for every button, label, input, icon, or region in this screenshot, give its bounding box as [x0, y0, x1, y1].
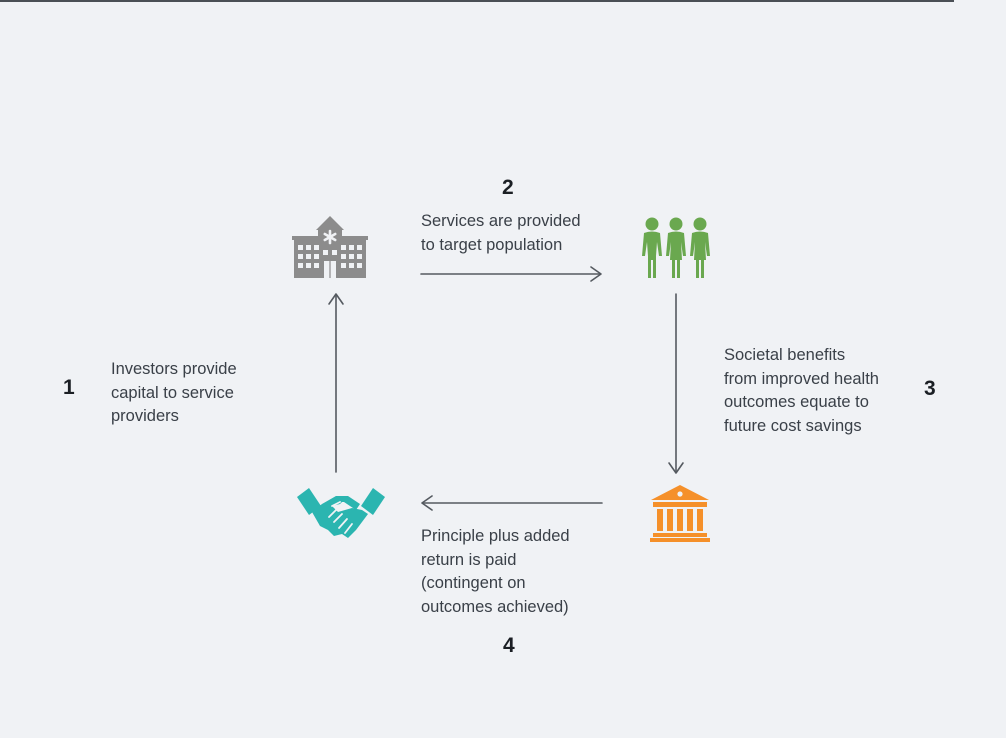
- step-label-2: Services are provided to target populati…: [421, 212, 581, 254]
- step-number-3: 3: [924, 377, 936, 400]
- hospital-icon: [292, 216, 368, 278]
- arrow-left: [421, 495, 603, 511]
- arrow-right: [420, 266, 602, 282]
- step-number-4: 4: [503, 634, 515, 657]
- people-group-icon: [642, 217, 710, 278]
- arrow-up: [328, 293, 344, 473]
- step-number-2: 2: [502, 176, 514, 199]
- arrow-down: [668, 293, 684, 474]
- step-number-1: 1: [63, 376, 75, 399]
- step-label-3: Societal benefits from improved health o…: [724, 346, 879, 435]
- step-label-1: Investors provide capital to service pro…: [111, 360, 237, 425]
- handshake-icon: [297, 488, 385, 538]
- top-divider: [0, 0, 954, 2]
- step-label-4: Principle plus added return is paid (con…: [421, 527, 570, 616]
- government-building-icon: [650, 485, 710, 542]
